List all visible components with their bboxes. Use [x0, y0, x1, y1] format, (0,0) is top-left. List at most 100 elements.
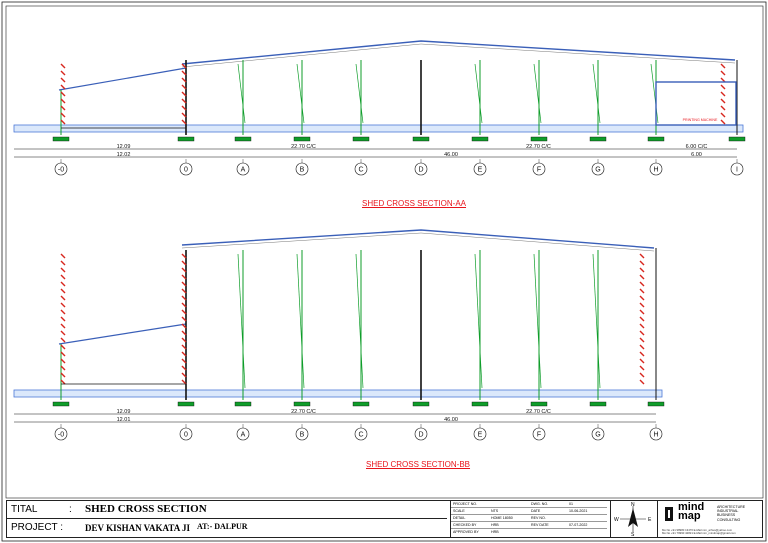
brace-segment	[181, 379, 187, 385]
footing	[352, 136, 370, 142]
grid-bubble	[591, 162, 605, 176]
dimension-label: 22.70 C/C	[526, 144, 551, 150]
brace-segment	[639, 358, 645, 364]
main-roof	[181, 229, 655, 249]
brace-segment	[181, 91, 187, 97]
footing	[647, 401, 665, 407]
brace-segment	[639, 316, 645, 322]
footing	[234, 136, 252, 142]
brace-segment	[60, 77, 66, 83]
grid-bubble	[414, 427, 428, 441]
footing	[471, 136, 489, 142]
brace-segment	[60, 112, 66, 118]
grid-bubble	[473, 427, 487, 441]
grid-label: G	[595, 432, 600, 439]
grid-label: B	[300, 167, 305, 174]
brace-segment	[639, 267, 645, 273]
brace-segment	[720, 98, 726, 104]
brace-segment	[181, 337, 187, 343]
column-brace	[474, 63, 483, 124]
main-roof	[181, 40, 736, 65]
section-bb-caption: SHED CROSS SECTION-BB	[366, 460, 471, 469]
grid-bubble	[54, 427, 68, 441]
brace-segment	[639, 330, 645, 336]
brace-segment	[720, 119, 726, 125]
dimension-label: 12.09	[117, 144, 131, 150]
brace-segment	[181, 267, 187, 273]
brace-segment	[181, 309, 187, 315]
roof-purlin-line	[181, 43, 736, 68]
footing	[589, 136, 607, 142]
grid-label: 0	[184, 432, 188, 439]
brace-segment	[60, 365, 66, 371]
footing	[177, 136, 195, 142]
footing	[52, 401, 70, 407]
grid-bubble	[295, 427, 309, 441]
column-brace	[296, 63, 305, 124]
grid-label: H	[653, 167, 658, 174]
column-brace	[474, 253, 483, 389]
brace-segment	[60, 316, 66, 322]
footing	[530, 401, 548, 407]
brace-segment	[720, 63, 726, 69]
grid-bubble	[532, 427, 546, 441]
footing	[530, 136, 548, 142]
grid-bubble	[649, 162, 663, 176]
dimension-label: 46.00	[444, 417, 458, 423]
footing	[412, 136, 430, 142]
grid-bubble	[354, 427, 368, 441]
brace-segment	[181, 105, 187, 111]
brace-segment	[181, 119, 187, 125]
room-frame	[655, 81, 737, 126]
brace-segment	[181, 344, 187, 350]
dimension-label: 46.00	[444, 152, 458, 158]
brace-segment	[60, 344, 66, 350]
brace-segment	[60, 295, 66, 301]
column-brace	[237, 253, 246, 389]
grid-label: 0	[184, 167, 188, 174]
floor-slab	[13, 124, 744, 133]
footing	[52, 136, 70, 142]
column-brace	[533, 63, 542, 124]
brace-segment	[60, 330, 66, 336]
brace-segment	[60, 119, 66, 125]
grid-label: F	[537, 432, 541, 439]
grid-bubble	[473, 162, 487, 176]
dimension-label: 6.00 C/C	[686, 144, 708, 150]
annex-roof	[58, 67, 187, 91]
column-brace	[592, 63, 601, 124]
grid-bubble	[236, 162, 250, 176]
brace-segment	[60, 63, 66, 69]
project-location: AT:- DALPUR	[197, 522, 248, 531]
brace-segment	[639, 379, 645, 385]
footing	[412, 401, 430, 407]
brace-segment	[60, 84, 66, 90]
title-value: SHED CROSS SECTION	[85, 503, 207, 515]
brace-segment	[639, 260, 645, 266]
footing	[589, 401, 607, 407]
grid-label: B	[300, 432, 305, 439]
compass-e: E	[648, 517, 652, 523]
grid-bubble	[591, 427, 605, 441]
grid-bubble	[649, 427, 663, 441]
grid-label: A	[241, 167, 246, 174]
grid-bubble	[179, 427, 193, 441]
brace-segment	[181, 302, 187, 308]
brace-segment	[60, 98, 66, 104]
section-aa-caption: SHED CROSS SECTION-AA	[362, 199, 467, 208]
grid-bubble	[532, 162, 546, 176]
compass-w: W	[614, 517, 619, 523]
brace-segment	[60, 70, 66, 76]
brace-segment	[60, 379, 66, 385]
brace-segment	[181, 295, 187, 301]
brace-segment	[639, 351, 645, 357]
footing	[647, 136, 665, 142]
